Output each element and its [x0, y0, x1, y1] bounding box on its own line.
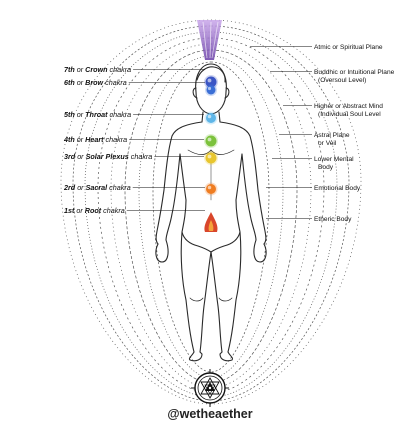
chakra-orb-heart: [204, 134, 218, 148]
footer-handle: @wetheaether: [167, 407, 252, 421]
chakra-label-7: 1st or Root chakra: [64, 206, 125, 215]
sri-yantra-emblem: [191, 369, 229, 407]
human-figure: [155, 63, 267, 362]
crown-light-beam: [197, 20, 222, 60]
plane-label-2: Buddhic or Intuitional Plane(Oversoul Le…: [314, 69, 395, 84]
plane-label-3: Higher or Abstract Mind(Individual Soul …: [314, 103, 383, 118]
chakra-label-5: 3rd or Solar Plexus chakra: [64, 152, 152, 161]
chakra-labels: 7th or Crown chakra 6th or Brow chakra 5th…: [63, 65, 205, 215]
chakra-orb-sacral: [204, 182, 218, 196]
chakra-orb-crown: [204, 75, 218, 89]
chakra-orb-brow: [205, 84, 217, 96]
plane-label-6: Emotional Body: [314, 185, 361, 192]
root-flame: [204, 212, 218, 232]
chakra-label-3: 5th or Throat chakra: [64, 110, 131, 119]
plane-label-1: Atmic or Spiritual Plane: [314, 44, 383, 51]
chakra-orb-throat: [204, 111, 218, 125]
aura-layer-1: [152, 61, 270, 373]
chakra-label-2: 6th or Brow chakra: [64, 78, 127, 87]
chakra-label-1: 7th or Crown chakra: [64, 65, 131, 74]
chakra-orbs: [204, 75, 218, 196]
aura-layer-2: [138, 55, 284, 379]
aura-layer-3: [124, 49, 298, 384]
chakra-orb-solar-plexus: [204, 151, 218, 165]
chakra-label-6: 2rd or Sacral chakra: [63, 183, 131, 192]
plane-label-7: Etheric Body: [314, 216, 352, 223]
chakra-label-4: 4th or Heart chakra: [63, 135, 127, 144]
